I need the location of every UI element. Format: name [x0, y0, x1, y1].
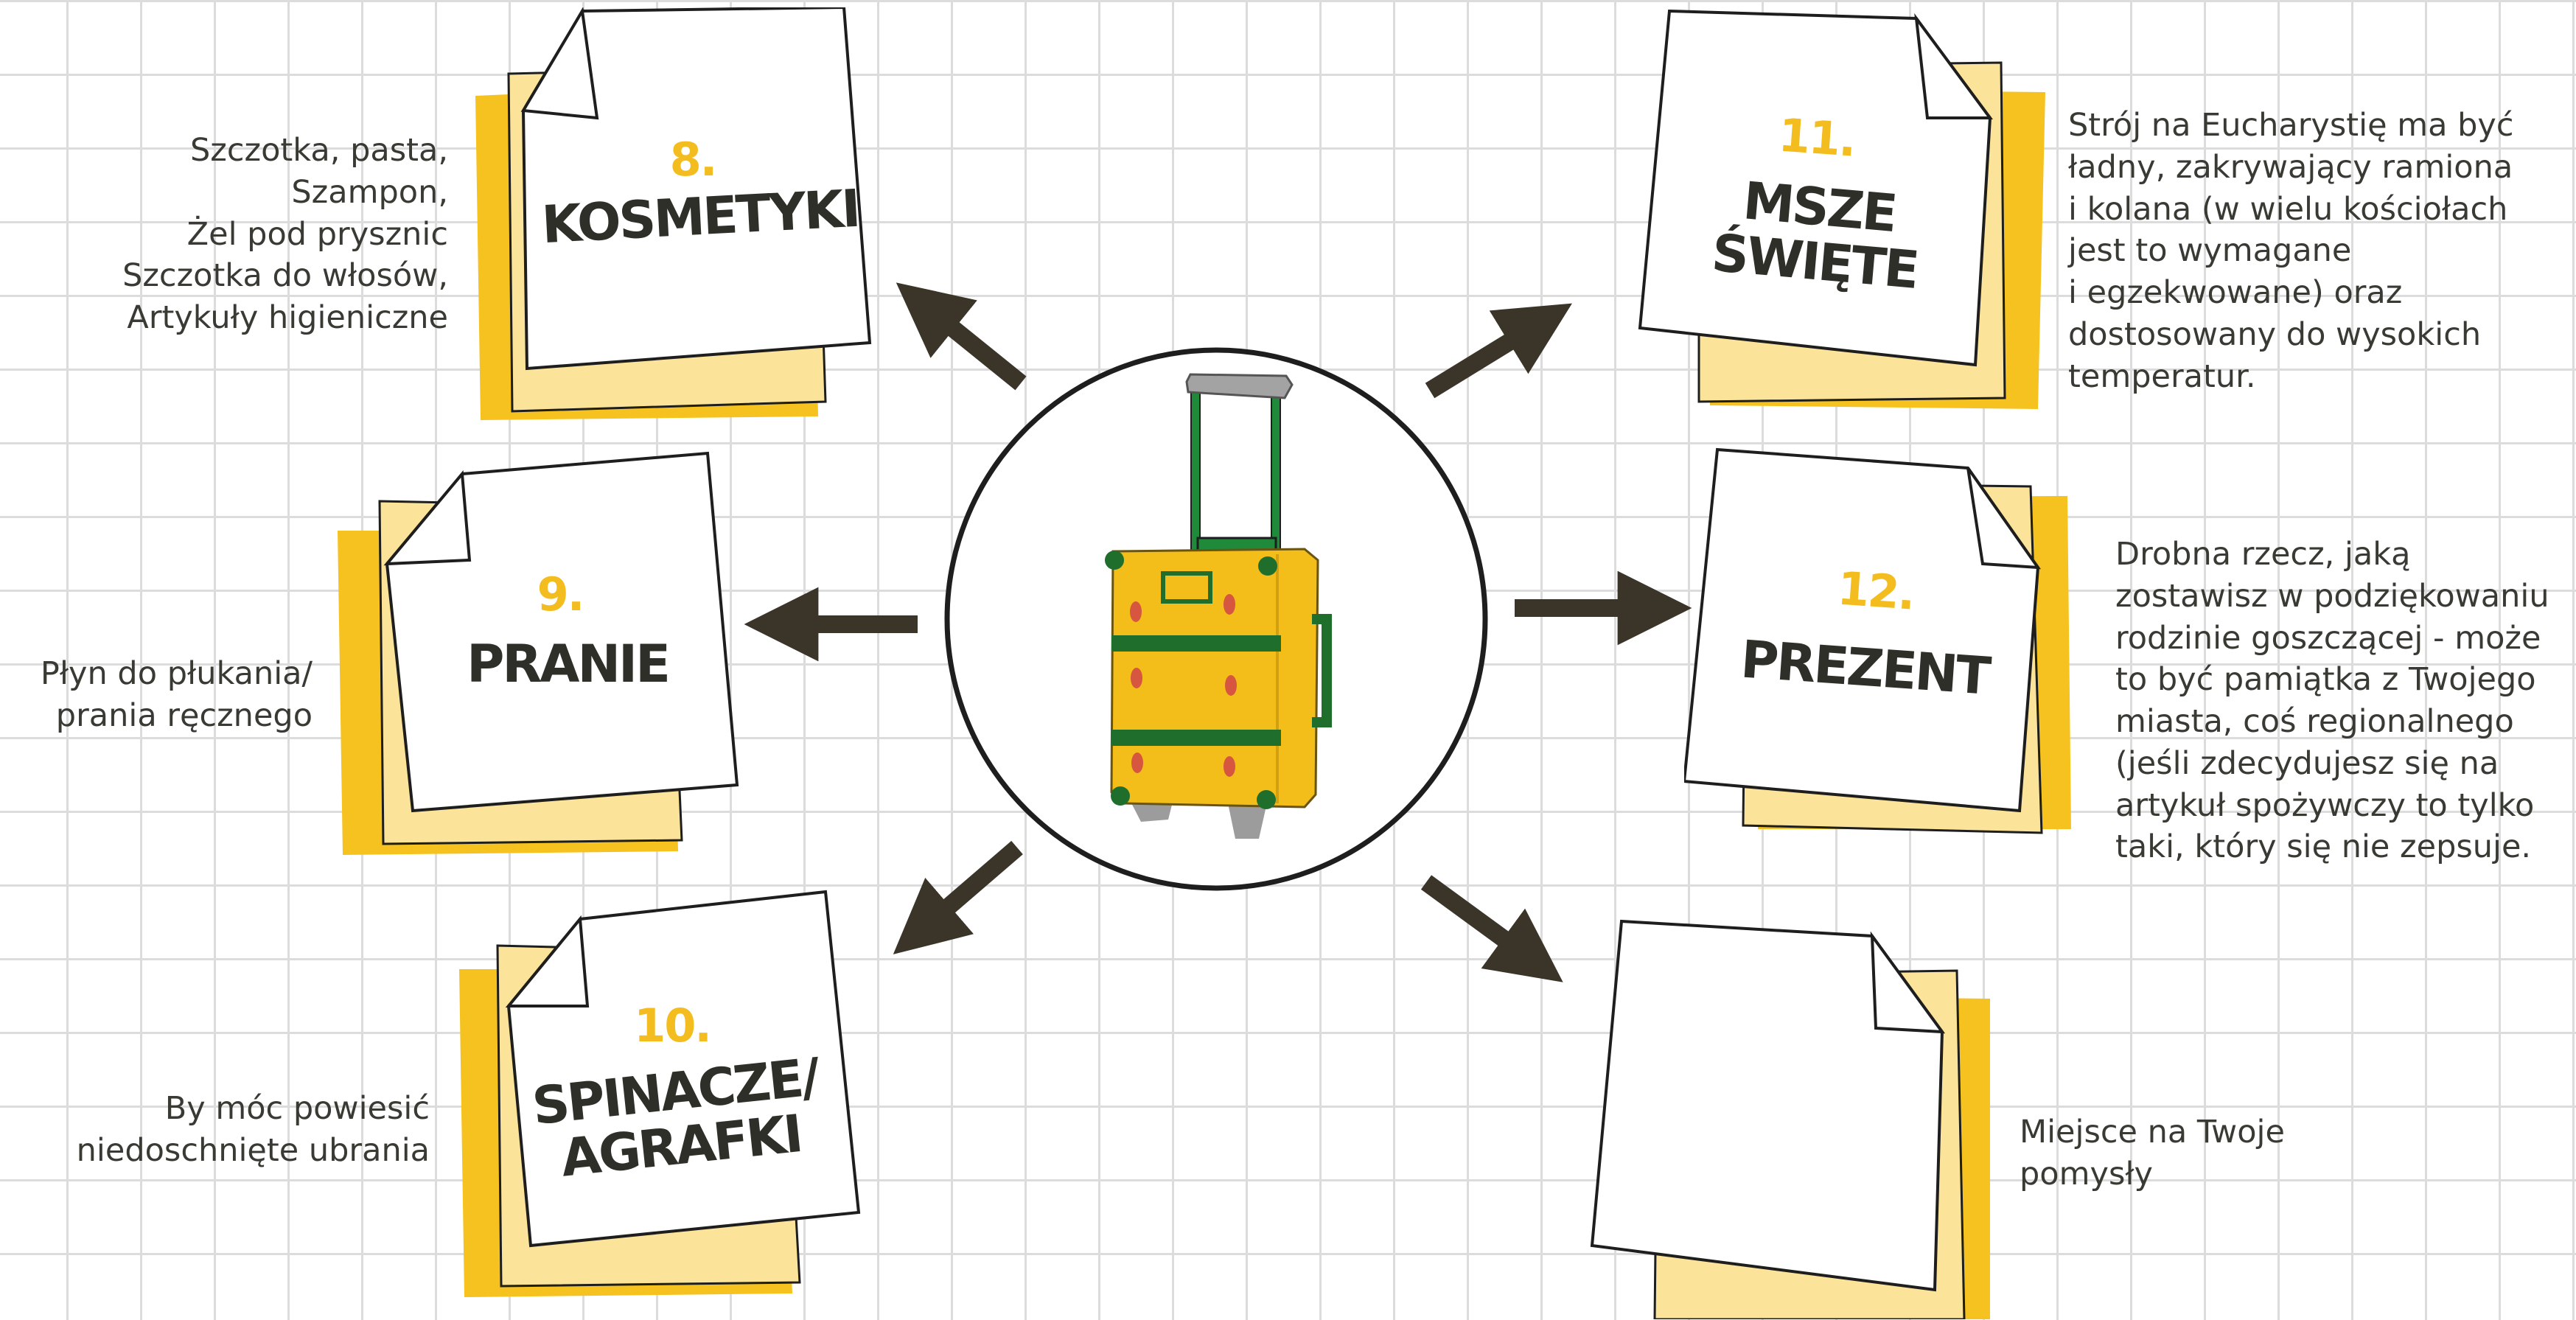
arrow-to-msze	[1430, 323, 1540, 391]
description-text: Szczotka, pasta, Szampon, Żel pod pryszn…	[44, 130, 448, 339]
description-text: By móc powiesić niedoschnięte ubrania	[44, 1088, 430, 1172]
arrow-to-kosmetyki	[925, 306, 1021, 383]
description-text: Miejsce na Twoje pomysły	[2020, 1111, 2329, 1195]
note-pomysly	[1588, 918, 2008, 1319]
description-text: Płyn do płukania/ prania ręcznego	[7, 653, 313, 737]
description-text: Strój na Eucharystię ma być ładny, zakry…	[2068, 105, 2555, 397]
note-number: 11.	[1742, 105, 1893, 170]
arrow-to-spinacze	[921, 848, 1017, 930]
arrow-to-pomysly	[1426, 882, 1533, 960]
note-number: 10.	[598, 999, 746, 1052]
description-text: Drobna rzecz, jaką zostawisz w podziękow…	[2115, 534, 2572, 868]
note-title: PRANIE	[413, 638, 722, 692]
note-number: 8.	[619, 133, 767, 186]
note-number: 12.	[1801, 559, 1952, 623]
note-number: 9.	[486, 568, 634, 621]
